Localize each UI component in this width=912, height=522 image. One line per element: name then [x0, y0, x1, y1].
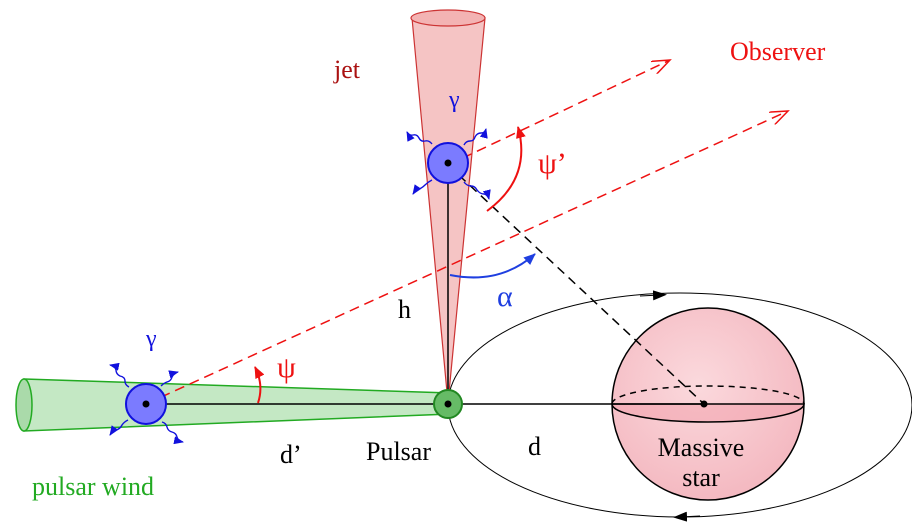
d-label: d [528, 432, 541, 461]
star-label: star [682, 463, 720, 492]
pulsar-wind-label: pulsar wind [32, 472, 154, 501]
d-prime-label: d’ [280, 440, 302, 469]
jet-cone-mouth [411, 10, 485, 26]
gamma-top-label: γ [448, 87, 460, 113]
pulsar-center-dot [445, 401, 452, 408]
jet-label: jet [333, 55, 361, 84]
massive-label: Massive [658, 433, 745, 462]
pulsar-wind-cone [24, 379, 450, 431]
observer-label: Observer [730, 37, 826, 66]
psi-prime-arc [487, 127, 521, 211]
psi-prime-label: ψ’ [538, 147, 567, 180]
jet-blob-center-dot [445, 160, 452, 167]
wind-blob-center-dot [143, 401, 150, 408]
pulsar-label: Pulsar [366, 437, 431, 466]
alpha-arc [450, 254, 535, 277]
alpha-label: α [497, 280, 513, 313]
gamma-left-label: γ [145, 326, 157, 352]
pulsar-wind-cone-mouth [16, 379, 32, 431]
h-label: h [398, 295, 411, 324]
psi-label: ψ [277, 351, 296, 384]
orbit-arrow-top [640, 295, 660, 296]
